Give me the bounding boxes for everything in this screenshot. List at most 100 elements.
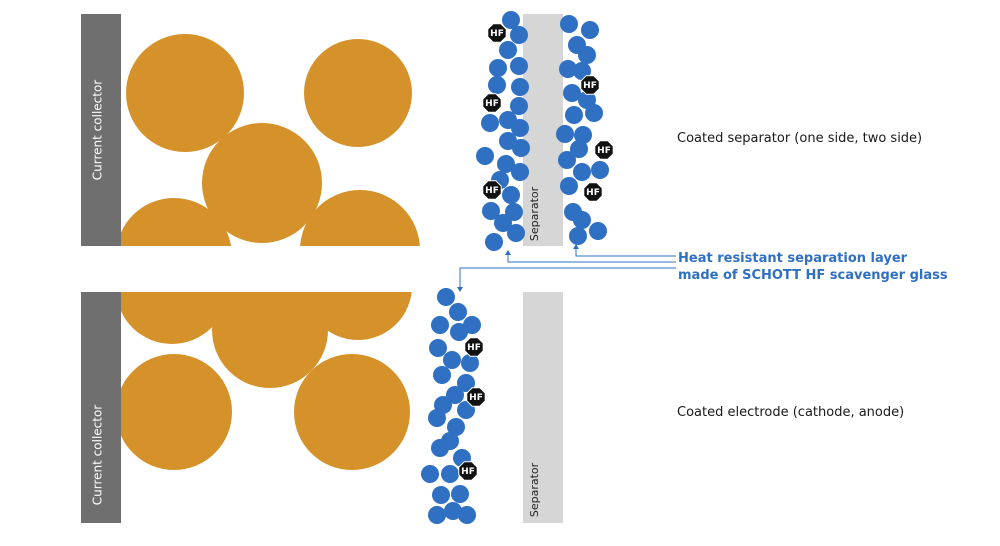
glass-sphere	[481, 114, 499, 132]
glass-sphere	[432, 486, 450, 504]
hf-octagon	[583, 182, 603, 202]
separator-label: Separator	[528, 186, 541, 241]
glass-sphere	[560, 177, 578, 195]
glass-sphere	[510, 57, 528, 75]
glass-sphere	[441, 465, 459, 483]
current-collector-label: Current collector	[91, 80, 105, 181]
glass-sphere	[433, 366, 451, 384]
glass-sphere	[451, 485, 469, 503]
glass-sphere	[489, 59, 507, 77]
glass-sphere	[585, 104, 603, 122]
glass-sphere	[581, 21, 599, 39]
glass-sphere	[449, 303, 467, 321]
glass-sphere	[558, 151, 576, 169]
bottom-description: Coated electrode (cathode, anode)	[677, 405, 904, 420]
electrode-particle	[116, 198, 232, 246]
glass-sphere	[457, 374, 475, 392]
top-description: Coated separator (one side, two side)	[677, 131, 922, 146]
glass-sphere	[573, 163, 591, 181]
current-collector-bar	[81, 14, 121, 246]
electrode-particle	[304, 292, 412, 340]
glass-sphere	[461, 354, 479, 372]
glass-sphere	[569, 227, 587, 245]
glass-sphere	[443, 351, 461, 369]
bottom-electrode-particles	[116, 292, 412, 470]
arrowhead-icon	[457, 287, 463, 292]
glass-sphere	[497, 155, 515, 173]
hf-label: HF	[490, 29, 504, 39]
glass-sphere	[578, 46, 596, 64]
callout-line-middle	[507, 254, 676, 263]
electrode-particle	[212, 292, 328, 388]
hf-octagon	[458, 461, 478, 481]
callout: Heat resistant separation layer made of …	[457, 244, 948, 292]
glass-sphere	[429, 339, 447, 357]
hf-molecule-icon: HF	[580, 75, 600, 95]
glass-sphere	[505, 203, 523, 221]
top-electrode-particles	[116, 34, 420, 246]
hf-molecule-icon: HF	[482, 93, 502, 113]
glass-sphere	[499, 41, 517, 59]
electrode-particle	[294, 354, 410, 470]
arrowhead-icon	[573, 244, 579, 249]
electrode-particle	[116, 292, 228, 344]
glass-sphere	[559, 60, 577, 78]
glass-sphere	[444, 502, 462, 520]
glass-sphere	[450, 323, 468, 341]
hf-molecule-icon: HF	[464, 337, 484, 357]
glass-sphere	[560, 15, 578, 33]
hf-label: HF	[461, 467, 475, 477]
glass-sphere	[591, 161, 609, 179]
hf-label: HF	[469, 393, 483, 403]
hf-octagon	[464, 337, 484, 357]
glass-sphere	[446, 386, 464, 404]
glass-sphere	[488, 76, 506, 94]
hf-octagon	[487, 23, 507, 43]
glass-sphere	[428, 409, 446, 427]
glass-sphere	[573, 211, 591, 229]
glass-sphere	[447, 418, 465, 436]
hf-molecule-icon: HF	[466, 387, 486, 407]
hf-octagon	[482, 93, 502, 113]
glass-sphere	[485, 233, 503, 251]
glass-sphere	[570, 140, 588, 158]
electrode-particle	[116, 354, 232, 470]
glass-sphere	[428, 506, 446, 524]
glass-sphere	[421, 465, 439, 483]
hf-label: HF	[583, 81, 597, 91]
callout-connector-lines	[459, 248, 676, 288]
glass-sphere	[563, 84, 581, 102]
electrode-particle	[202, 123, 322, 243]
electrode-particle	[300, 190, 420, 246]
glass-sphere	[510, 97, 528, 115]
glass-sphere	[476, 147, 494, 165]
callout-line-1: Heat resistant separation layer	[678, 251, 908, 266]
hf-label: HF	[597, 146, 611, 156]
callout-line-lower	[459, 267, 676, 288]
electrode-particle	[126, 34, 244, 152]
callout-arrowheads	[457, 244, 579, 292]
hf-octagon	[466, 387, 486, 407]
glass-sphere	[502, 186, 520, 204]
glass-sphere	[431, 316, 449, 334]
hf-molecule-icon: HF	[487, 23, 507, 43]
glass-sphere	[589, 222, 607, 240]
glass-sphere	[482, 202, 500, 220]
glass-sphere	[556, 125, 574, 143]
glass-sphere	[437, 288, 455, 306]
callout-line-2: made of SCHOTT HF scavenger glass	[678, 268, 948, 283]
glass-sphere	[574, 126, 592, 144]
hf-label: HF	[485, 186, 499, 196]
electrode-particle	[304, 39, 412, 147]
glass-sphere	[507, 224, 525, 242]
hf-molecule-icon: HF	[594, 140, 614, 160]
hf-label: HF	[467, 343, 481, 353]
hf-label: HF	[485, 99, 499, 109]
current-collector-bar	[81, 292, 121, 523]
separator-bar	[523, 14, 563, 246]
hf-molecule-icon: HF	[482, 180, 502, 200]
glass-sphere	[511, 119, 529, 137]
